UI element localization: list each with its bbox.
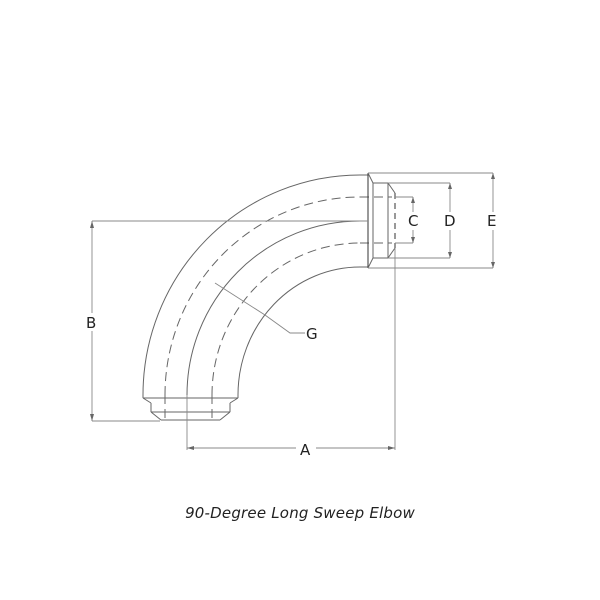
inner-wall-arc [237, 266, 361, 396]
inner-bore-arc [211, 242, 361, 396]
arrowheads [90, 173, 495, 450]
right-flange [367, 172, 396, 269]
dimension-label-e: E [487, 212, 496, 230]
dimension-label-c: C [408, 212, 418, 230]
dimension-label-b: B [86, 314, 96, 332]
outer-wall-arc [142, 174, 361, 396]
dimension-label-a: A [300, 441, 311, 459]
diagram-caption: 90-Degree Long Sweep Elbow [185, 504, 415, 522]
dimension-lines [91, 172, 494, 450]
dimension-label-g: G [306, 325, 318, 343]
dimension-label-d: D [444, 212, 456, 230]
outer-bore-arc [164, 196, 361, 396]
bottom-collar [142, 395, 239, 421]
centerline-arc [186, 220, 361, 396]
